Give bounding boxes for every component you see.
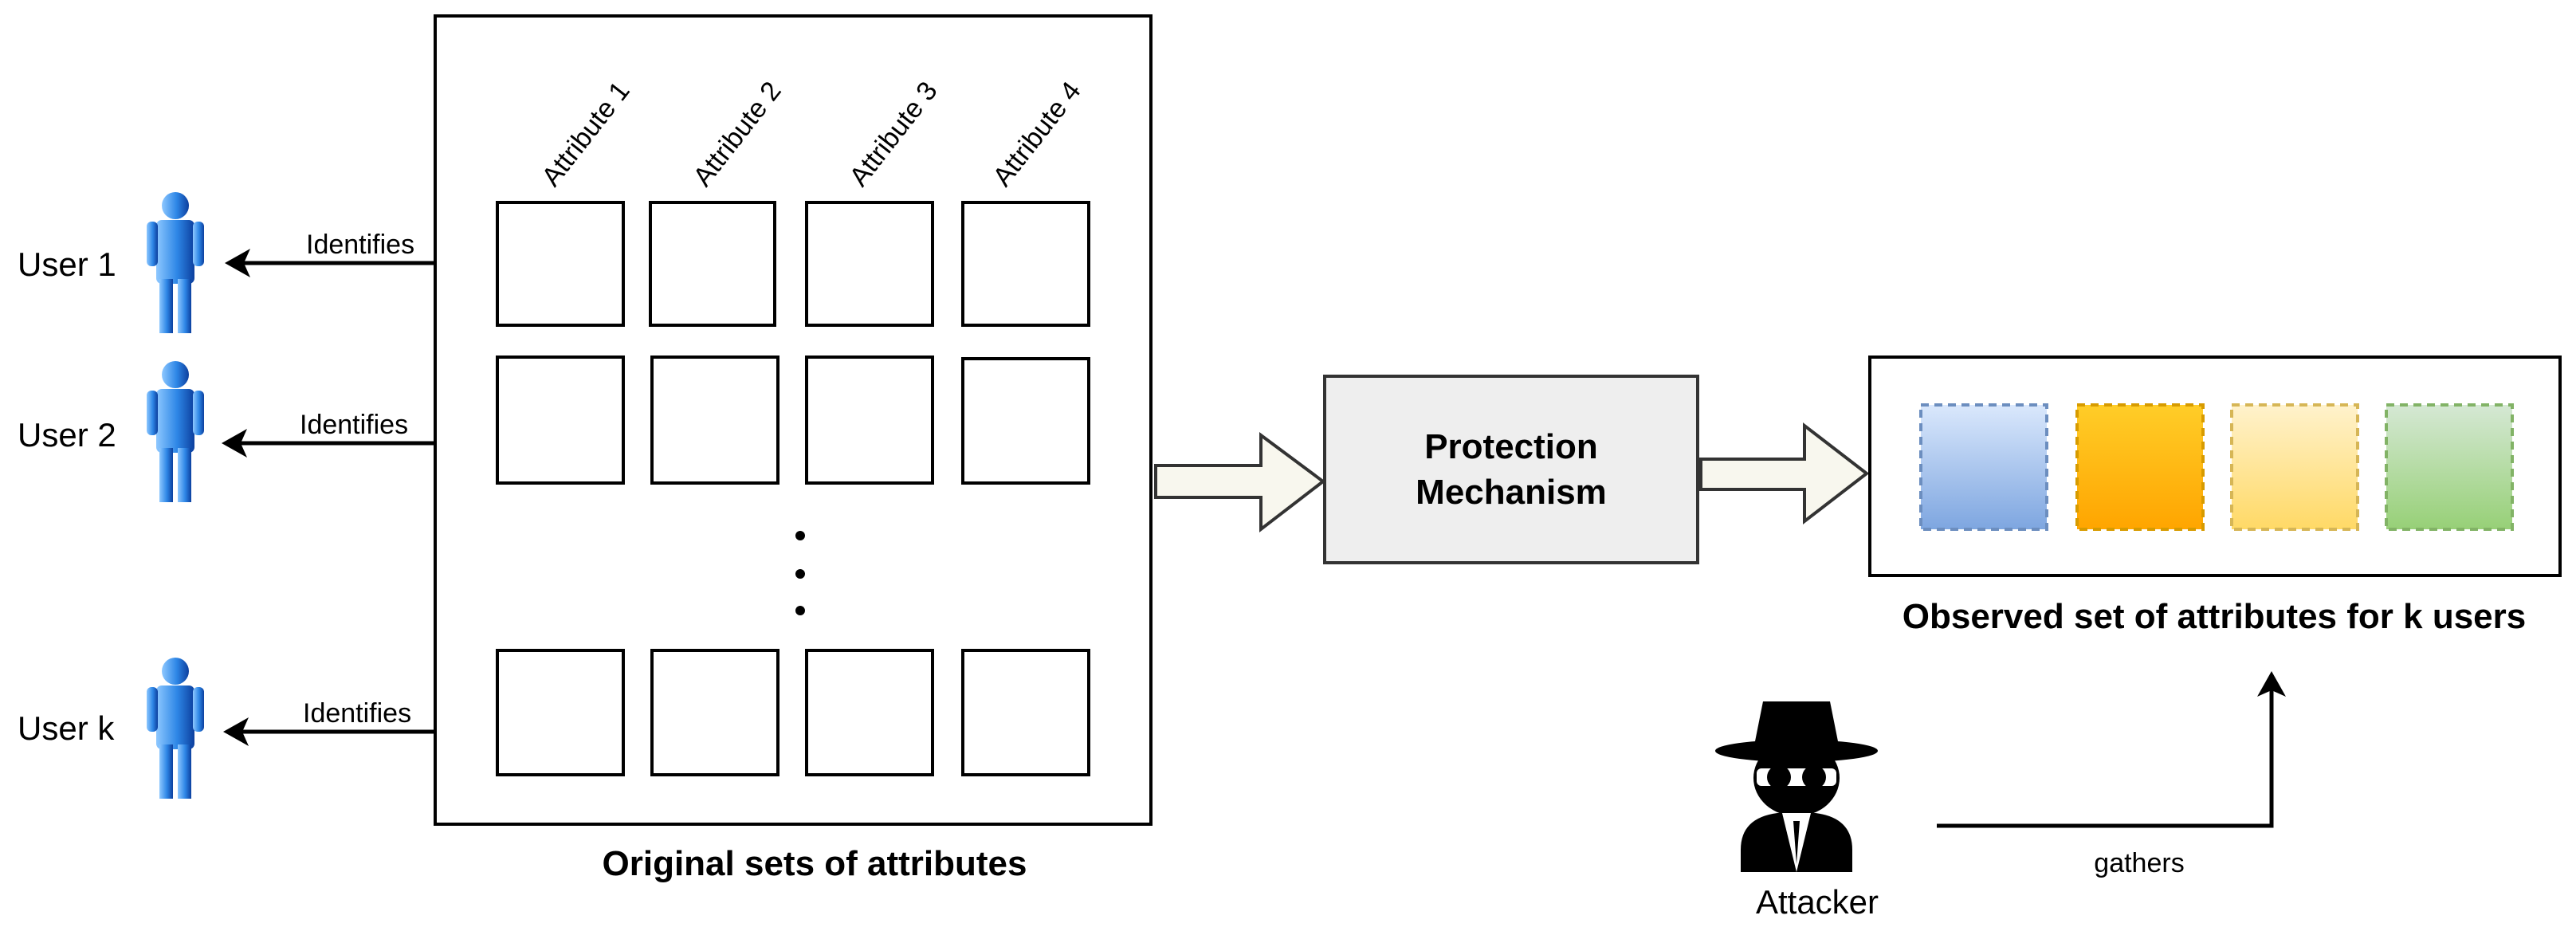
protection-title-line1: Protection [1424, 427, 1598, 466]
attribute-cell [961, 649, 1090, 776]
attribute-cell [650, 649, 779, 776]
vertical-ellipsis [795, 531, 805, 615]
user-icon [147, 192, 204, 333]
attribute-cell [649, 201, 776, 327]
attribute-cell [961, 357, 1090, 485]
gathers-arrow [1937, 671, 2286, 828]
user-icon [147, 361, 204, 502]
identifies-arrow-2 [222, 429, 472, 458]
attribute-cell [650, 356, 779, 485]
block-arrow-to-protection [1154, 432, 1326, 533]
attribute-cell [805, 201, 934, 327]
protection-title-line2: Mechanism [1416, 473, 1607, 512]
user-icon [147, 658, 204, 799]
user-1-label: User 1 [18, 246, 116, 283]
observed-attribute-green [2385, 403, 2514, 531]
user-2-label: User 2 [18, 416, 116, 454]
original-sets-caption: Original sets of attributes [603, 844, 1027, 883]
protection-mechanism-box [1323, 375, 1699, 564]
gathers-label: gathers [2094, 848, 2184, 878]
attribute-cell [496, 356, 625, 485]
attribute-cell [496, 201, 625, 327]
identifies-label-k: Identifies [303, 698, 411, 729]
attacker-icon [1715, 701, 1878, 872]
attribute-cell [805, 356, 934, 485]
identifies-label-2: Identifies [300, 410, 408, 440]
observed-attribute-yellow [2230, 403, 2359, 531]
observed-attribute-orange [2075, 403, 2205, 531]
attribute-cell [805, 649, 934, 776]
observed-attribute-blue [1919, 403, 2048, 531]
identifies-label-1: Identifies [306, 230, 414, 260]
user-k-label: User k [18, 709, 115, 747]
block-arrow-to-observed [1699, 422, 1870, 525]
observed-caption: Observed set of attributes for k users [1903, 597, 2526, 636]
attribute-cell [961, 201, 1090, 327]
attacker-label: Attacker [1756, 883, 1879, 921]
attribute-cell [496, 649, 625, 776]
